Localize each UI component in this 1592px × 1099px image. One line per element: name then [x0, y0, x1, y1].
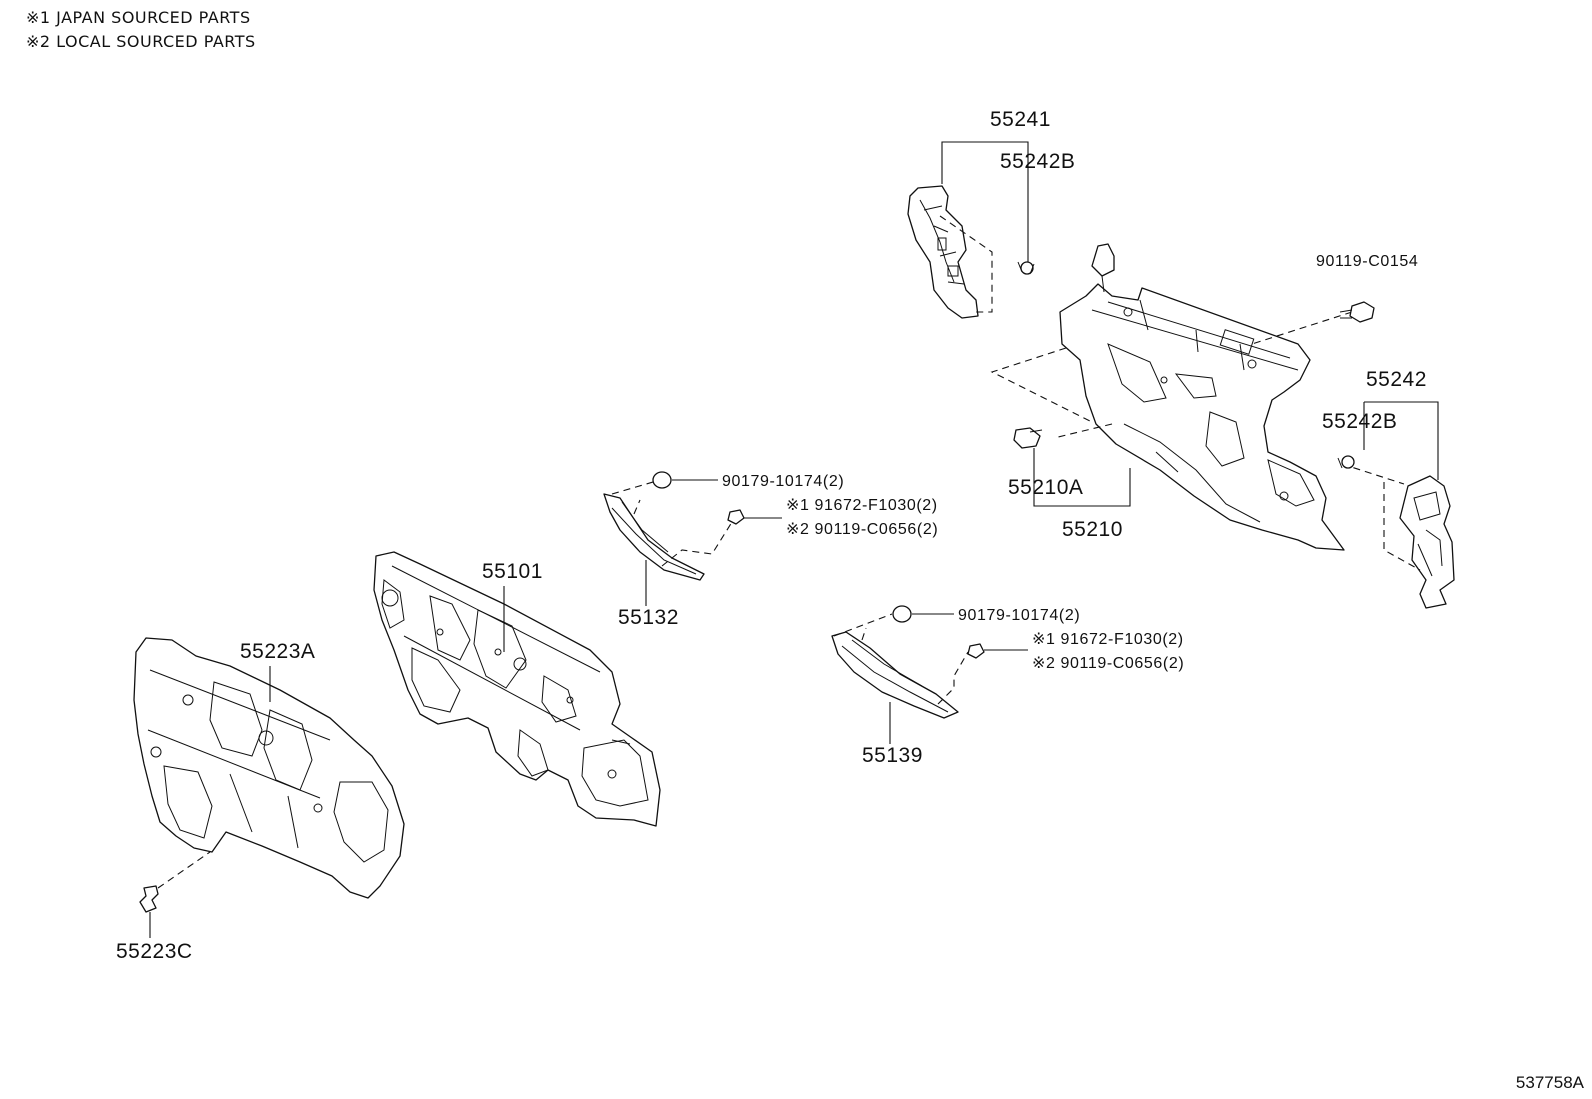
part-bolt-b[interactable] — [967, 643, 985, 659]
leaders-55139 — [889, 613, 1028, 744]
label-90179-a: 90179-10174(2) — [722, 473, 844, 490]
dash-55241 — [939, 215, 993, 313]
label-55223C: 55223C — [116, 940, 193, 963]
dash-55139 — [833, 613, 969, 705]
leaders-55132 — [645, 479, 782, 606]
part-55101-dash-panel[interactable] — [373, 551, 661, 827]
label-90119-b: ※2 90119-C0656(2) — [1032, 655, 1184, 672]
dash-55210 — [990, 311, 1353, 439]
leader-55242 — [1363, 401, 1439, 480]
label-91672-b: ※1 91672-F1030(2) — [1032, 631, 1184, 648]
dash-55223C — [157, 851, 211, 889]
label-90179-b: 90179-10174(2) — [958, 607, 1080, 624]
part-55132-shield[interactable] — [603, 493, 705, 581]
label-90119-a: ※2 90119-C0656(2) — [786, 521, 938, 538]
part-90179-nut-a[interactable] — [652, 471, 672, 489]
label-55223A: 55223A — [240, 640, 315, 663]
label-55210: 55210 — [1062, 518, 1123, 541]
label-55242: 55242 — [1366, 368, 1427, 391]
dash-55242 — [1341, 463, 1421, 571]
leader-55210 — [1033, 448, 1131, 507]
part-55139-shield[interactable] — [831, 631, 959, 719]
legend-note-local: ※2 LOCAL SOURCED PARTS — [26, 32, 256, 51]
label-55242B-top: 55242B — [1000, 150, 1075, 173]
label-55210A: 55210A — [1008, 476, 1083, 499]
dash-55132 — [611, 479, 733, 567]
part-55242-bracket[interactable] — [1399, 475, 1455, 609]
part-90179-nut-b[interactable] — [892, 605, 912, 623]
label-55132: 55132 — [618, 606, 679, 629]
label-90119-C0154: 90119-C0154 — [1316, 253, 1418, 270]
part-55210-insulator[interactable] — [1059, 243, 1345, 551]
part-55223A-silencer[interactable] — [133, 637, 405, 899]
part-bolt-a[interactable] — [727, 509, 745, 525]
label-91672-a: ※1 91672-F1030(2) — [786, 497, 938, 514]
part-55223C-clip[interactable] — [139, 885, 159, 913]
part-55242B-clip-right[interactable] — [1337, 455, 1355, 469]
label-55139: 55139 — [862, 744, 923, 767]
part-55210A-clip[interactable] — [1013, 427, 1043, 449]
leader-55241 — [941, 141, 1029, 262]
label-55241: 55241 — [990, 108, 1051, 131]
label-55242B-right: 55242B — [1322, 410, 1397, 433]
legend-note-japan: ※1 JAPAN SOURCED PARTS — [26, 8, 251, 27]
part-55241-bracket[interactable] — [907, 185, 979, 319]
part-90119-C0154-bolt[interactable] — [1339, 301, 1375, 323]
diagram-id: 537758A — [1515, 1073, 1584, 1092]
part-55242B-clip-top[interactable] — [1017, 261, 1035, 275]
label-55101: 55101 — [482, 560, 543, 583]
